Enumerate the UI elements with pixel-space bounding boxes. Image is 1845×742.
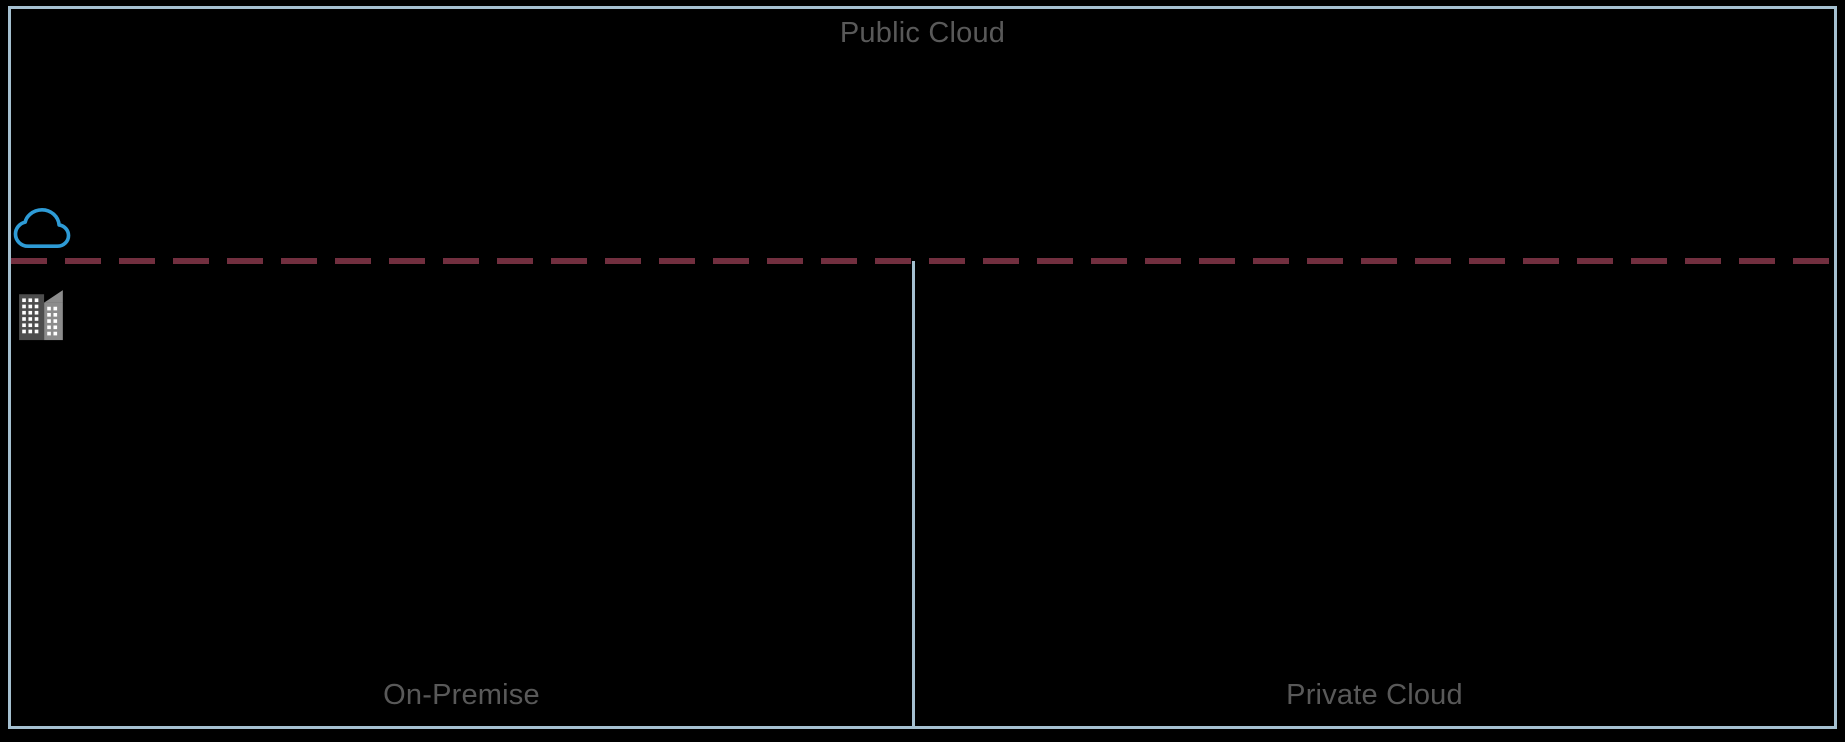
cloud-environment-boundary: Public Cloud xyxy=(8,6,1837,729)
office-building-icon xyxy=(17,285,67,341)
private-cloud-label: Private Cloud xyxy=(1286,679,1463,711)
onpremise-privatecloud-divider xyxy=(912,261,915,726)
public-cloud-label: Public Cloud xyxy=(839,17,1006,49)
on-premise-label: On-Premise xyxy=(383,679,540,711)
cloud-boundary-dashed-line xyxy=(11,258,1834,264)
cloud-icon xyxy=(13,207,71,249)
